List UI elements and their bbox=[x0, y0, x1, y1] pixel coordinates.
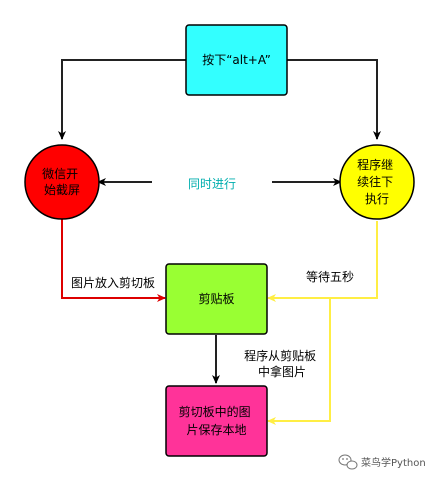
node-program-continues-line-1: 程序继 bbox=[357, 157, 393, 172]
node-wechat-screenshot-line-2: 始截屏 bbox=[44, 183, 80, 197]
svg-text:程序继 续往下 执行: 程序继 续往下 执行 bbox=[357, 157, 397, 206]
edge-read-clipboard bbox=[267, 298, 331, 425]
node-save-local-line-1: 剪切板中的图 bbox=[179, 404, 251, 419]
svg-text:剪切板中的图 片保存本地: 剪切板中的图 片保存本地 bbox=[179, 404, 255, 437]
node-press-keys: 按下“alt+A” bbox=[185, 24, 288, 96]
edge-read-clipboard-line-1: 程序从剪贴板 bbox=[244, 348, 316, 363]
node-clipboard-label: 剪贴板 bbox=[198, 291, 234, 306]
edge-to-wechat-screenshot bbox=[58, 59, 186, 140]
edge-wait-five-seconds-label: 等待五秒 bbox=[306, 270, 354, 284]
svg-text:程序从剪贴板 中拿图片: 程序从剪贴板 中拿图片 bbox=[244, 348, 320, 379]
edge-wait-five-seconds bbox=[267, 221, 378, 302]
node-program-continues: 程序继 续往下 执行 bbox=[339, 144, 415, 220]
node-program-continues-line-3: 执行 bbox=[365, 192, 389, 206]
edge-to-program-continues bbox=[287, 59, 381, 140]
watermark-text: 菜鸟学Python bbox=[361, 456, 426, 469]
edge-image-to-clipboard-label: 图片放入剪切板 bbox=[71, 275, 155, 290]
edge-simultaneous-label: 同时进行 bbox=[188, 177, 236, 191]
edge-read-clipboard-line-2: 中拿图片 bbox=[258, 364, 306, 379]
node-press-keys-label: 按下“alt+A” bbox=[202, 53, 271, 67]
node-wechat-screenshot-line-1: 微信开 bbox=[42, 167, 78, 181]
node-save-local-line-2: 片保存本地 bbox=[186, 423, 246, 437]
wechat-icon bbox=[338, 454, 358, 470]
node-wechat-screenshot: 微信开 始截屏 bbox=[24, 144, 100, 220]
node-program-continues-line-2: 续往下 bbox=[357, 174, 393, 189]
watermark: 菜鸟学Python bbox=[338, 454, 426, 470]
edge-image-to-clipboard bbox=[61, 219, 166, 302]
node-clipboard: 剪贴板 bbox=[165, 263, 268, 335]
svg-text:微信开 始截屏: 微信开 始截屏 bbox=[42, 167, 82, 197]
node-save-local: 剪切板中的图 片保存本地 bbox=[165, 385, 268, 457]
